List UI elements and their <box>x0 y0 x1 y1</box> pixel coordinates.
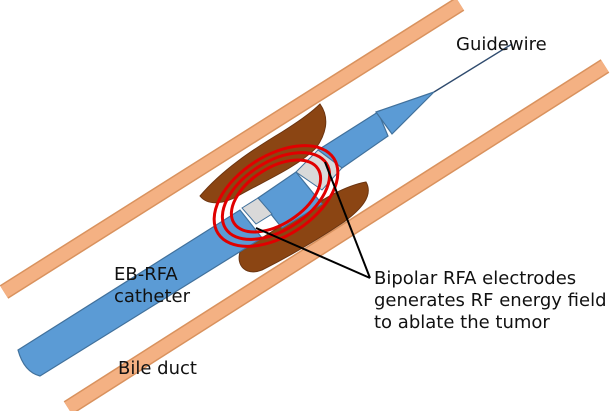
electrodes-label-line-3: to ablate the tumor <box>374 312 550 333</box>
leader-line-distal <box>324 161 371 279</box>
electrode-proximal <box>241 197 273 225</box>
electrodes-label-line-2: generates RF energy field <box>374 290 607 311</box>
electrodes-label-line-1: Bipolar RFA electrodes <box>374 268 577 289</box>
catheter-label-line-1: EB-RFA <box>114 264 178 285</box>
electrodes-label: Bipolar RFA electrodes generates RF ener… <box>374 268 607 334</box>
catheter-label-line-2: catheter <box>114 286 190 307</box>
duct-wall-lower-fill <box>64 60 609 411</box>
rf-ring-1 <box>229 158 323 234</box>
catheter-mid-segment <box>257 171 323 229</box>
bile-duct-label: Bile duct <box>118 358 197 379</box>
guidewire <box>433 43 513 93</box>
catheter-label: EB-RFA catheter <box>114 264 190 308</box>
guidewire-label: Guidewire <box>456 34 547 55</box>
rf-ring-3 <box>212 144 340 248</box>
catheter-tip <box>375 91 435 135</box>
electrode-leader-lines <box>255 161 371 279</box>
catheter-body <box>17 209 263 377</box>
duct-wall-upper-fill <box>0 0 464 298</box>
catheter <box>17 91 435 377</box>
leader-line-proximal <box>255 227 371 279</box>
